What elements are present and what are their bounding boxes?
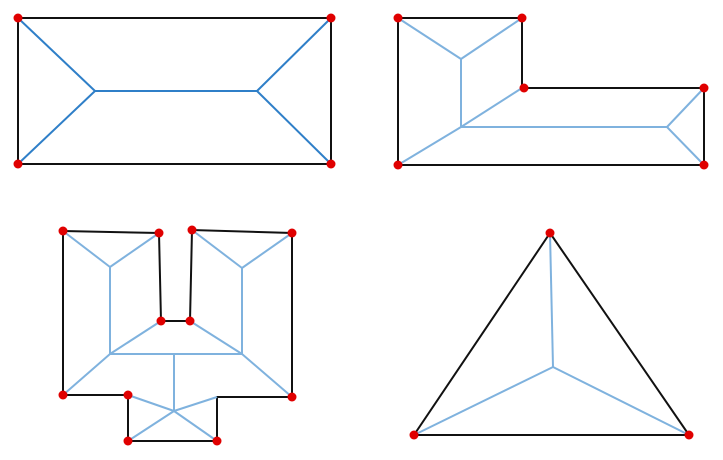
- skeleton-edge: [173, 410, 218, 442]
- vertex-dot: [13, 159, 23, 169]
- l-shape-skeleton: [397, 17, 705, 166]
- skeleton-edge: [241, 353, 293, 398]
- vertex-dot: [517, 13, 527, 23]
- vertex-dot: [123, 390, 133, 400]
- skeleton-edge: [256, 90, 332, 165]
- vertex-dot: [58, 390, 68, 400]
- skeleton-edge: [109, 232, 160, 268]
- skeleton-edge: [17, 90, 96, 165]
- vertex-dot: [287, 228, 297, 238]
- rectangle-vertices: [13, 13, 336, 169]
- vertex-dot: [684, 430, 694, 440]
- skeleton-edge: [397, 17, 462, 60]
- skeleton-edge: [127, 394, 175, 412]
- vertex-dot: [699, 160, 709, 170]
- vertex-dot: [545, 228, 555, 238]
- vertex-dot: [58, 226, 68, 236]
- triangle-panel: [409, 228, 694, 440]
- vertex-dot: [409, 430, 419, 440]
- skeleton-edge: [460, 17, 523, 60]
- vertex-dot: [123, 436, 133, 446]
- vertex-dot: [393, 160, 403, 170]
- rectangle-skeleton: [17, 17, 332, 165]
- vertex-dot: [187, 225, 197, 235]
- skeleton-edge: [552, 366, 690, 436]
- skeleton-edge: [241, 232, 293, 269]
- skeleton-edge: [256, 17, 332, 92]
- vertex-dot: [156, 316, 166, 326]
- vertex-dot: [154, 228, 164, 238]
- vertex-dot: [699, 83, 709, 93]
- skeleton-edge: [127, 410, 175, 442]
- complex-polygon-panel: [58, 225, 297, 446]
- rectangle-panel: [13, 13, 336, 169]
- skeleton-edge: [460, 87, 523, 128]
- vertex-dot: [212, 436, 222, 446]
- triangle-outline: [412, 231, 691, 436]
- vertex-dot: [287, 392, 297, 402]
- skeleton-edge: [666, 126, 705, 166]
- skeleton-edge: [413, 366, 554, 436]
- skeleton-edge: [17, 17, 96, 92]
- l-shape-vertices: [393, 13, 709, 170]
- skeleton-edge: [109, 320, 162, 355]
- skeleton-edge: [173, 396, 218, 412]
- vertex-dot: [326, 13, 336, 23]
- skeleton-edge: [191, 229, 243, 269]
- complex-polygon-vertices: [58, 225, 297, 446]
- skeleton-edge: [397, 126, 462, 166]
- skeleton-edge: [62, 230, 111, 268]
- complex-polygon-skeleton: [62, 229, 293, 442]
- triangle-skeleton: [413, 232, 690, 436]
- skeleton-edge: [189, 320, 243, 355]
- triangle-vertices: [409, 228, 694, 440]
- skeleton-edge: [666, 87, 705, 128]
- skeleton-edge: [62, 353, 111, 396]
- vertex-dot: [393, 13, 403, 23]
- vertex-dot: [326, 159, 336, 169]
- l-shape-panel: [393, 13, 709, 170]
- vertex-dot: [13, 13, 23, 23]
- skeleton-edge: [549, 232, 554, 368]
- vertex-dot: [519, 83, 529, 93]
- vertex-dot: [185, 316, 195, 326]
